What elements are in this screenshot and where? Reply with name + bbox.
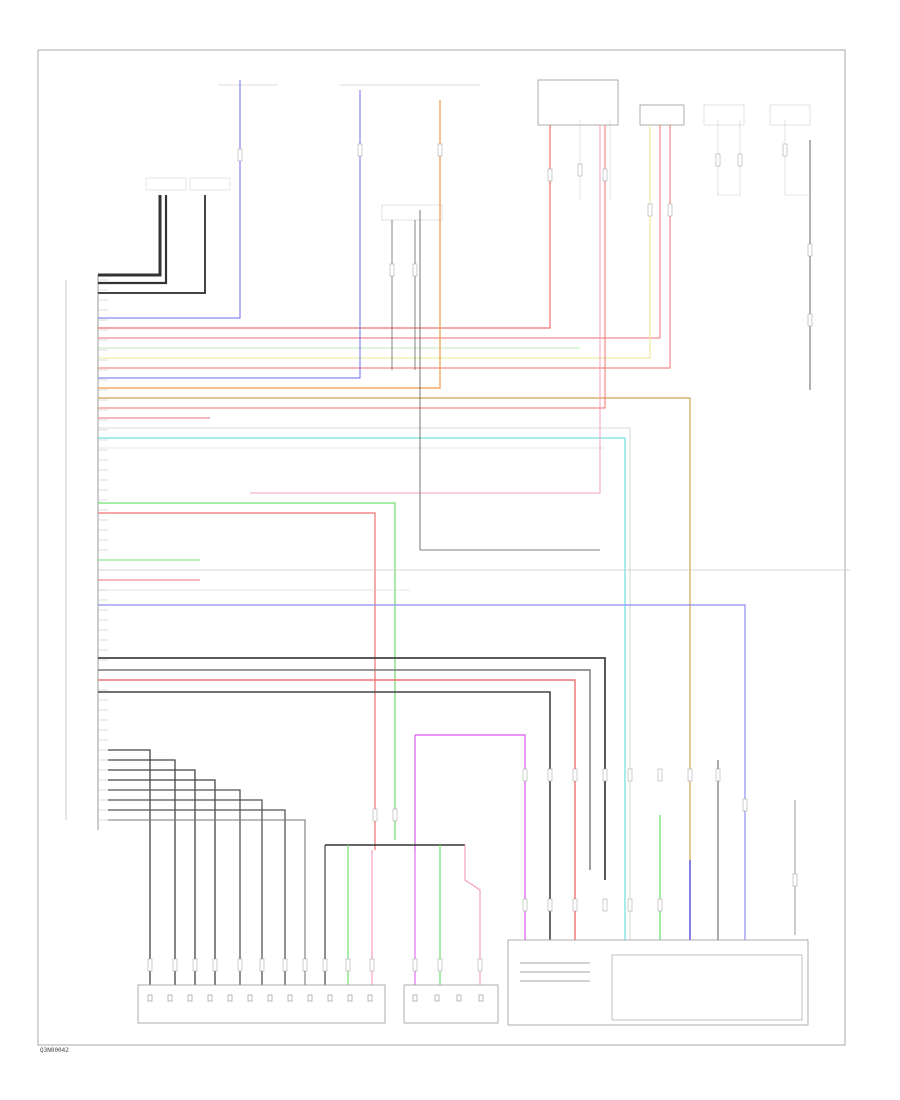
connector-pin	[307, 994, 313, 1002]
connector-pin	[367, 994, 373, 1002]
inline-connector	[577, 163, 583, 177]
inline-connector	[807, 243, 813, 257]
connector-block-right	[507, 939, 809, 1026]
inline-connector	[737, 153, 743, 167]
connector-block-middle	[403, 984, 499, 1024]
connector-pin	[347, 994, 353, 1002]
connector-pin	[327, 994, 333, 1002]
inline-connector	[547, 168, 553, 182]
inline-connector	[792, 873, 798, 887]
inline-connector	[657, 898, 663, 912]
inline-connector	[322, 958, 328, 972]
inline-connector	[477, 958, 483, 972]
bottom-connectors	[137, 939, 809, 1026]
inline-connector	[437, 958, 443, 972]
inline-connector	[627, 898, 633, 912]
connector-block-left	[137, 984, 386, 1024]
inline-connector	[522, 768, 528, 782]
inline-connector	[147, 958, 153, 972]
connector-pin	[187, 994, 193, 1002]
inline-connector	[282, 958, 288, 972]
inline-connector	[602, 168, 608, 182]
inline-connector	[392, 808, 398, 822]
inline-connector	[602, 898, 608, 912]
inline-connector	[357, 143, 363, 157]
top-connectors	[218, 79, 811, 221]
main-module-pins	[98, 279, 108, 821]
inline-connector	[572, 768, 578, 782]
inline-connector	[547, 898, 553, 912]
inline-connectors	[147, 143, 813, 972]
inline-connector	[572, 898, 578, 912]
inline-connector	[807, 313, 813, 327]
inline-connector	[667, 203, 673, 217]
inline-connector	[602, 768, 608, 782]
inline-connector	[345, 958, 351, 972]
inline-connector	[389, 263, 395, 277]
connector-pin	[456, 994, 462, 1002]
inline-connector	[657, 768, 663, 782]
connector-pin	[207, 994, 213, 1002]
inline-connector	[212, 958, 218, 972]
diagram-frame	[37, 49, 846, 1046]
inline-connector	[687, 768, 693, 782]
main-module	[65, 275, 108, 830]
inline-connector	[715, 768, 721, 782]
inline-connector	[172, 958, 178, 972]
inline-connector	[547, 768, 553, 782]
inline-connector	[192, 958, 198, 972]
inline-connector	[627, 768, 633, 782]
inline-connector	[412, 958, 418, 972]
ground-connectors-top	[98, 177, 231, 294]
inline-connector	[259, 958, 265, 972]
inline-connector	[715, 153, 721, 167]
diagram-code: Q3N00042	[40, 1047, 69, 1054]
connector-pin	[247, 994, 253, 1002]
inline-connector	[369, 958, 375, 972]
signal-wires	[98, 80, 850, 940]
connector-pin	[267, 994, 273, 1002]
connector-pin	[434, 994, 440, 1002]
inline-connector	[302, 958, 308, 972]
connector-pin	[147, 994, 153, 1002]
bottom-wires	[108, 749, 719, 985]
connector-pin	[287, 994, 293, 1002]
connector-pin	[412, 994, 418, 1002]
inline-connector	[412, 263, 418, 277]
connector-pin	[478, 994, 484, 1002]
connector-pin	[227, 994, 233, 1002]
inline-connector	[782, 143, 788, 157]
inline-connector	[372, 808, 378, 822]
inline-connector	[237, 958, 243, 972]
inline-connector	[437, 143, 443, 157]
inline-connector	[522, 898, 528, 912]
connector-pin	[167, 994, 173, 1002]
inline-connector	[742, 798, 748, 812]
inline-connector	[237, 148, 243, 162]
inline-connector	[647, 203, 653, 217]
